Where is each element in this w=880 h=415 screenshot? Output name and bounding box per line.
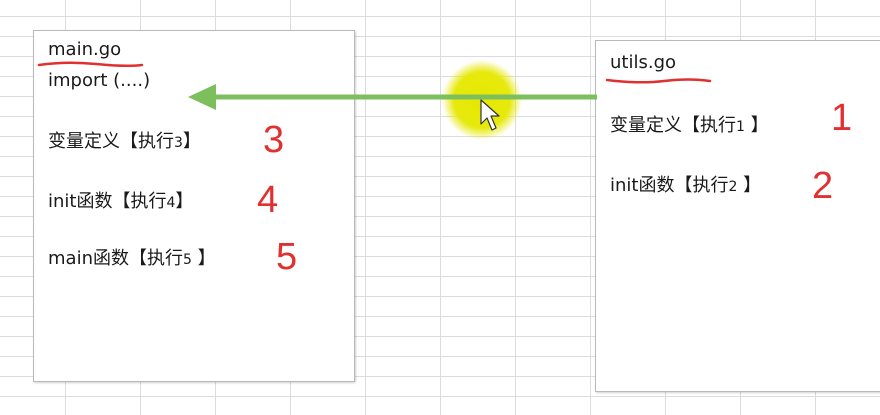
utils-go-title: utils.go bbox=[610, 52, 677, 73]
utils-row-var-def-end: 】 bbox=[744, 115, 769, 136]
main-go-underline bbox=[37, 61, 144, 68]
utils-row-init-func-step: 2 bbox=[728, 179, 738, 195]
main-row-init-func-end: 】 bbox=[175, 191, 194, 212]
utils-row-init-func-label: init函数【执行 bbox=[610, 175, 729, 196]
main-go-box: main.go import (....) 变量定义【执行3】 3 init函数… bbox=[33, 30, 355, 382]
utils-row-init-func-end: 】 bbox=[737, 175, 762, 196]
main-row-init-func: init函数【执行4】 bbox=[48, 187, 193, 213]
annotation-number-3: 3 bbox=[263, 119, 285, 161]
utils-go-underline bbox=[605, 78, 712, 84]
main-row-init-func-label: init函数【执行 bbox=[48, 191, 167, 212]
utils-go-box: utils.go 变量定义【执行1 】 1 init函数【执行2 】 2 bbox=[595, 40, 880, 392]
main-row-main-func-label: main函数【执行 bbox=[48, 248, 183, 269]
annotation-number-1: 1 bbox=[831, 97, 853, 139]
utils-row-var-def: 变量定义【执行1 】 bbox=[610, 111, 769, 137]
import-line: import (....) bbox=[48, 70, 151, 91]
main-row-var-def-end: 】 bbox=[182, 131, 201, 152]
main-row-var-def: 变量定义【执行3】 bbox=[48, 127, 201, 153]
main-go-title: main.go bbox=[48, 39, 122, 60]
utils-row-init-func: init函数【执行2 】 bbox=[610, 171, 761, 197]
main-row-var-def-step: 3 bbox=[174, 135, 183, 151]
annotation-number-5: 5 bbox=[276, 236, 298, 278]
main-row-main-func-end: 】 bbox=[191, 248, 216, 269]
annotation-number-4: 4 bbox=[257, 179, 279, 221]
main-row-var-def-label: 变量定义【执行 bbox=[48, 131, 174, 152]
utils-row-var-def-step: 1 bbox=[736, 119, 745, 135]
annotation-number-2: 2 bbox=[812, 165, 834, 207]
main-row-init-func-step: 4 bbox=[166, 195, 176, 211]
utils-row-var-def-label: 变量定义【执行 bbox=[610, 115, 736, 136]
main-row-main-func-step: 5 bbox=[182, 252, 192, 268]
main-row-main-func: main函数【执行5 】 bbox=[48, 244, 216, 270]
